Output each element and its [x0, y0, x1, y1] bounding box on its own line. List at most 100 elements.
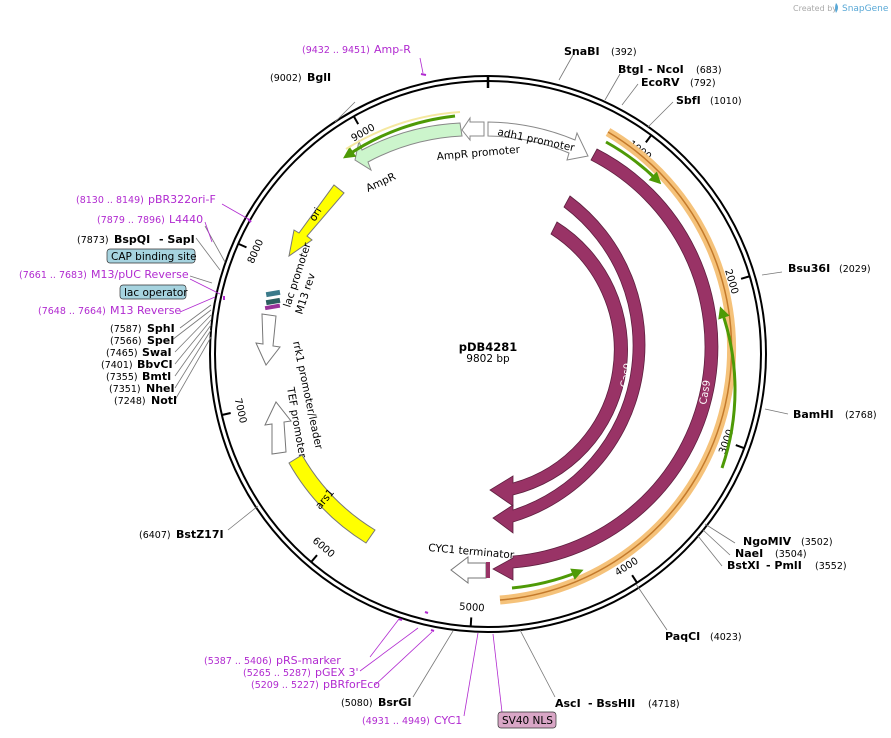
enzyme-bmti[interactable]: BmtI [142, 370, 171, 383]
enzyme-bmti-pos: (7355) [106, 372, 138, 383]
amp-r-primer-arrow [343, 114, 456, 159]
enzyme-bamhi[interactable]: BamHI [793, 408, 834, 421]
enzyme-bsshii[interactable]: - BssHII [588, 697, 635, 710]
m13-rev-mark [264, 303, 281, 311]
scale-tick-7000 [221, 412, 231, 416]
boxed-feature-labels: CAP binding site lac operator SV40 NLS [106, 248, 557, 729]
enzyme-noti[interactable]: NotI [151, 394, 177, 407]
primer-pbr322ori-f[interactable]: pBR322ori-F [148, 193, 216, 206]
ampr-promoter-label: AmpR promoter [436, 144, 521, 163]
enzyme-sapi[interactable]: - SapI [159, 233, 195, 246]
primer-pgex-3[interactable]: pGEX 3' [315, 666, 359, 679]
enzyme-btgi[interactable]: BtgI [618, 63, 644, 76]
enzyme-swai-pos: (7465) [106, 348, 138, 359]
enzyme-sbfi-pos: (1010) [710, 96, 742, 107]
primer-m13-reverse-pos: (7648 .. 7664) [38, 306, 106, 317]
plasmid-name: pDB4281 [459, 340, 518, 354]
cas9-outer-shape [492, 148, 719, 581]
primer-arrow-1 [605, 140, 662, 185]
enzyme-ngomiv[interactable]: NgoMIV [743, 535, 792, 548]
enzyme-bbvci[interactable]: BbvCI [137, 358, 173, 371]
enzyme-swai[interactable]: SwaI [142, 346, 172, 359]
enzyme-bstxi-pos: (3552) [815, 561, 847, 572]
adh1-promoter-arrow [487, 121, 589, 161]
cas9-label-outer: Cas9 [698, 379, 713, 405]
primer-amp-r[interactable]: Amp-R [374, 43, 411, 56]
enzyme-bsrgi-pos: (5080) [341, 698, 373, 709]
enzyme-spei-pos: (7566) [110, 336, 142, 347]
enzyme-spei[interactable]: SpeI [147, 334, 174, 347]
scale-tick-8000 [237, 242, 247, 249]
scale-tick-6000 [310, 554, 318, 563]
cyc1-terminator-arrow [450, 555, 487, 585]
enzyme-paqci[interactable]: PaqCI [665, 630, 700, 643]
scale-tick-label-8000: 8000 [246, 238, 266, 266]
enzyme-bspqi[interactable]: BspQI [114, 233, 150, 246]
primer-pgex-3-pos: (5265 .. 5287) [243, 668, 311, 679]
primer-l4440-pos: (7879 .. 7896) [97, 215, 165, 226]
enzyme-bgli[interactable]: BglI [307, 71, 331, 84]
enzyme-asci-pos: (4718) [648, 699, 680, 710]
enzyme-asci[interactable]: AscI [555, 697, 581, 710]
primer-pbrforeco[interactable]: pBRforEco [323, 678, 380, 691]
cas9-label-middle: Cas9 [648, 369, 663, 395]
plasmid-size: 9802 bp [466, 353, 510, 365]
created-by-text: Created by [793, 4, 837, 13]
enzyme-bstxi[interactable]: BstXI [727, 559, 760, 572]
ampr-promoter-arrow [461, 116, 485, 142]
ars1-arrow [288, 454, 376, 544]
enzyme-bstz17i[interactable]: BstZ17I [176, 528, 224, 541]
enzyme-sphi[interactable]: SphI [147, 322, 175, 335]
ori-arrow [288, 184, 345, 258]
cas9-highlight-line [499, 131, 733, 601]
primer-m13-puc-reverse[interactable]: M13/pUC Reverse [91, 268, 189, 281]
enzyme-snabi[interactable]: SnaBI [564, 45, 600, 58]
primer-arrow-3 [511, 568, 584, 590]
lac-operator-box[interactable] [119, 284, 187, 300]
primer-site-marks [223, 73, 435, 632]
snapgene-branding: Created by SnapGene [793, 3, 889, 14]
primer-labels: (9432 .. 9451) Amp-R (8130 .. 8149) pBR3… [19, 43, 462, 727]
scale-tick-5000 [469, 617, 473, 627]
primer-cyc1[interactable]: CYC1 [434, 714, 462, 727]
enzyme-bamhi-pos: (2768) [845, 410, 877, 421]
enzyme-noti-pos: (7248) [114, 396, 146, 407]
scale-tick-label-6000: 6000 [310, 535, 337, 560]
enzyme-bsrgi[interactable]: BsrGI [378, 696, 411, 709]
primer-cyc1-pos: (4931 .. 4949) [362, 716, 430, 727]
cyc1-terminator-label: CYC1 terminator [428, 542, 516, 562]
scale-tick-3000 [735, 444, 745, 450]
cap-binding-site-label: CAP binding site [111, 251, 197, 263]
primer-prs-marker[interactable]: pRS-marker [276, 654, 341, 667]
enzyme-sbfi[interactable]: SbfI [676, 94, 701, 107]
enzyme-bstz17i-pos: (6407) [139, 530, 171, 541]
enzyme-paqci-pos: (4023) [710, 632, 742, 643]
primer-m13-reverse[interactable]: M13 Reverse [110, 304, 181, 317]
scale-tick-2000 [740, 275, 750, 280]
primer-l4440[interactable]: L4440 [169, 213, 203, 226]
enzyme-ncoi[interactable]: - NcoI [648, 63, 684, 76]
primer-pbrforeco-pos: (5209 .. 5227) [251, 680, 319, 691]
enzyme-ecorv[interactable]: EcoRV [641, 76, 680, 89]
enzyme-naei[interactable]: NaeI [735, 547, 763, 560]
cas9-inner-shape [489, 221, 628, 507]
cap-binding-site-box[interactable] [106, 248, 196, 264]
enzyme-bsu36i[interactable]: Bsu36I [788, 262, 830, 275]
tef-promoter-arrow [264, 401, 292, 455]
enzyme-pmli[interactable]: - PmlI [766, 559, 802, 572]
sv40-nls-box[interactable] [497, 711, 557, 729]
enzyme-nhei[interactable]: NheI [146, 382, 175, 395]
cas9-label-inner: Cas9 [619, 362, 634, 388]
lac-operator-mark [265, 297, 281, 306]
enzyme-bsu36i-pos: (2029) [839, 264, 871, 275]
rrk1-promoter-arrow [255, 313, 281, 366]
enzyme-bspqi-pos: (7873) [77, 235, 109, 246]
lac-promoter-mark [265, 289, 281, 298]
enzyme-naei-pos: (3504) [775, 549, 807, 560]
ori-label: ori [307, 206, 324, 224]
snapgene-text: SnapGene [842, 4, 889, 14]
enzyme-sphi-pos: (7587) [110, 324, 142, 335]
enzyme-ngomiv-pos: (3502) [801, 537, 833, 548]
primer-pbr322ori-f-pos: (8130 .. 8149) [76, 195, 144, 206]
